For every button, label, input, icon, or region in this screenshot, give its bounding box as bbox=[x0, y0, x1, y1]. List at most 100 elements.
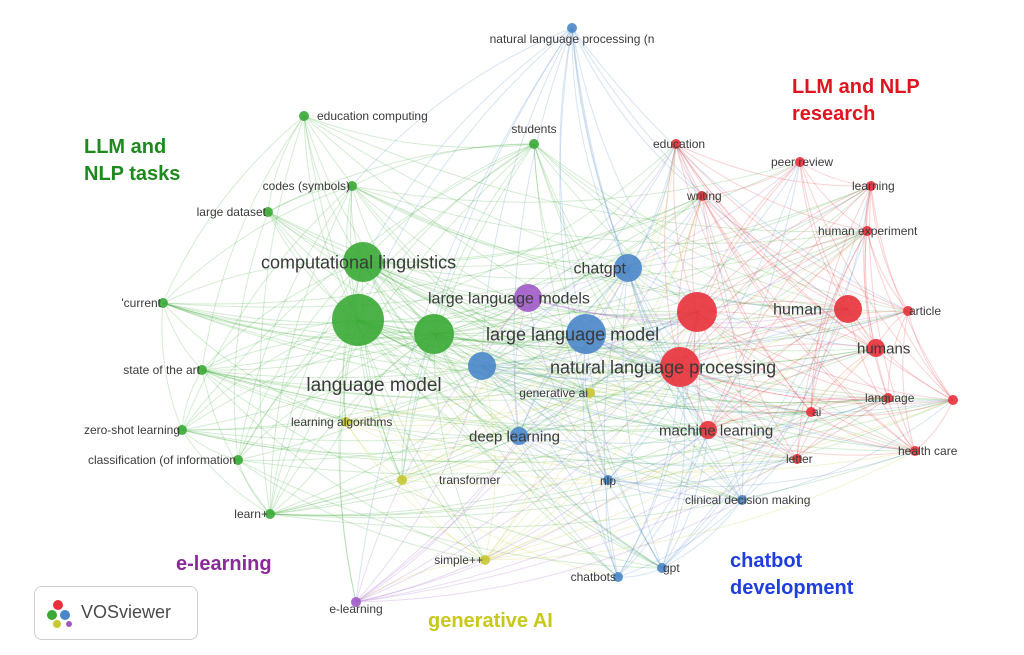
edge-simple-llm bbox=[484, 333, 587, 561]
edge-codes-green_big2 bbox=[351, 185, 435, 335]
node-green-big2[interactable] bbox=[414, 314, 454, 354]
edge-chatbots-peer_review bbox=[617, 161, 801, 578]
edge-deep_learning-language bbox=[518, 397, 889, 444]
node-language[interactable] bbox=[883, 393, 893, 403]
edge-education_computing-human_experiment bbox=[303, 115, 868, 233]
node-comp-ling[interactable] bbox=[343, 242, 383, 282]
node-learning[interactable] bbox=[866, 181, 876, 191]
node-chatbots[interactable] bbox=[613, 572, 623, 582]
node-deep-learning[interactable] bbox=[510, 427, 528, 445]
edge-education-human bbox=[675, 143, 849, 310]
edge-nlp_n-nlp_short bbox=[559, 27, 609, 481]
node-nlp-n[interactable] bbox=[567, 23, 577, 33]
edge-nlp_short-clinical bbox=[607, 479, 743, 502]
edge-chatgpt-machine_learning bbox=[627, 267, 709, 431]
edge-nlp_n-comp_ling bbox=[362, 27, 573, 263]
edge-llms-elearning bbox=[355, 297, 529, 603]
edge-chatbots-clinical bbox=[617, 499, 743, 578]
node-nlp-short[interactable] bbox=[603, 475, 613, 485]
label-education: education bbox=[653, 137, 705, 151]
edge-generative_ai-writing bbox=[589, 195, 703, 394]
edge-language_model-simple bbox=[357, 319, 486, 561]
node-red-far[interactable] bbox=[948, 395, 958, 405]
node-state-art[interactable] bbox=[197, 365, 207, 375]
node-learn[interactable] bbox=[265, 509, 275, 519]
edge-large_dataset-classification bbox=[233, 211, 269, 461]
vosviewer-logo[interactable]: VOSviewer bbox=[34, 586, 198, 640]
node-transformer[interactable] bbox=[397, 475, 407, 485]
edge-humans-letter bbox=[796, 347, 877, 460]
node-current[interactable] bbox=[158, 298, 168, 308]
node-classification[interactable] bbox=[233, 455, 243, 465]
edge-red_big-health_care bbox=[696, 311, 916, 452]
edge-simple-nat_lang_proc bbox=[484, 366, 681, 561]
node-elearning[interactable] bbox=[351, 597, 361, 607]
edge-nlp_short-blue_mid bbox=[481, 365, 609, 481]
edge-comp_ling-generative_ai bbox=[362, 261, 591, 394]
label-humans: humans bbox=[857, 340, 910, 357]
node-clinical[interactable] bbox=[737, 495, 747, 505]
node-chatgpt[interactable] bbox=[614, 254, 642, 282]
edge-learning-ai bbox=[810, 185, 872, 413]
edge-education-article bbox=[675, 143, 909, 312]
edge-large_dataset-red_big bbox=[267, 211, 698, 313]
node-zero-shot[interactable] bbox=[177, 425, 187, 435]
edge-deep_learning-nat_lang_proc bbox=[518, 366, 681, 437]
edge-gpt-human_experiment bbox=[661, 230, 868, 569]
edge-llms-education bbox=[527, 143, 677, 299]
label-students: students bbox=[511, 122, 556, 136]
edge-learn-human_experiment bbox=[269, 230, 868, 515]
edge-codes-article bbox=[351, 185, 909, 312]
edge-nlp_short-letter bbox=[607, 458, 798, 484]
edge-state_art-red_far bbox=[201, 369, 954, 432]
edge-writing-article bbox=[701, 195, 909, 312]
node-humans[interactable] bbox=[867, 339, 885, 357]
node-machine-learning[interactable] bbox=[699, 421, 717, 439]
node-blue-mid[interactable] bbox=[468, 352, 496, 380]
edge-clinical-ai bbox=[741, 411, 812, 501]
node-large-dataset[interactable] bbox=[263, 207, 273, 217]
node-article[interactable] bbox=[903, 306, 913, 316]
node-students[interactable] bbox=[529, 139, 539, 149]
edge-human-health_care bbox=[847, 308, 916, 452]
node-education-computing[interactable] bbox=[299, 111, 309, 121]
edge-human_experiment-article bbox=[866, 230, 909, 312]
label-nat-lang-proc: natural language processing bbox=[550, 357, 776, 377]
edge-transformer-chatbots bbox=[401, 479, 619, 578]
edge-classification-gpt bbox=[237, 459, 663, 569]
node-education[interactable] bbox=[671, 139, 681, 149]
node-ai[interactable] bbox=[806, 407, 816, 417]
edge-education-red_big bbox=[673, 143, 698, 313]
node-nat-lang-proc[interactable] bbox=[660, 347, 700, 387]
node-simple[interactable] bbox=[480, 555, 490, 565]
node-writing[interactable] bbox=[697, 191, 707, 201]
node-human-experiment[interactable] bbox=[862, 226, 872, 236]
edge-state_art-deep_learning bbox=[201, 369, 520, 437]
edge-large_dataset-gpt bbox=[267, 211, 663, 569]
node-gpt[interactable] bbox=[657, 563, 667, 573]
edge-language_model-education bbox=[357, 143, 677, 321]
node-peer-review[interactable] bbox=[795, 157, 805, 167]
edge-green_big2-language bbox=[433, 333, 889, 404]
edge-learning_algorithms-simple bbox=[345, 421, 486, 561]
node-learning-algorithms[interactable] bbox=[341, 417, 351, 427]
edge-students-gpt bbox=[533, 143, 663, 569]
edge-elearning-deep_learning bbox=[355, 435, 520, 603]
node-red-big[interactable] bbox=[677, 292, 717, 332]
edge-llms-peer_review bbox=[527, 161, 801, 299]
edge-education_computing-generative_ai bbox=[303, 115, 591, 394]
node-llms[interactable] bbox=[514, 284, 542, 312]
node-letter[interactable] bbox=[792, 454, 802, 464]
node-language-model[interactable] bbox=[332, 294, 384, 346]
node-health-care[interactable] bbox=[910, 446, 920, 456]
node-llm[interactable] bbox=[566, 314, 606, 354]
label-machine-learning: machine learning bbox=[659, 422, 773, 439]
edge-article-nat_lang_proc bbox=[679, 310, 909, 368]
edge-large_dataset-green_big2 bbox=[267, 211, 435, 335]
edge-classification-language bbox=[237, 397, 889, 475]
edge-language_model-gpt bbox=[357, 319, 663, 569]
node-codes[interactable] bbox=[347, 181, 357, 191]
node-generative-ai[interactable] bbox=[585, 388, 595, 398]
node-human[interactable] bbox=[834, 295, 862, 323]
